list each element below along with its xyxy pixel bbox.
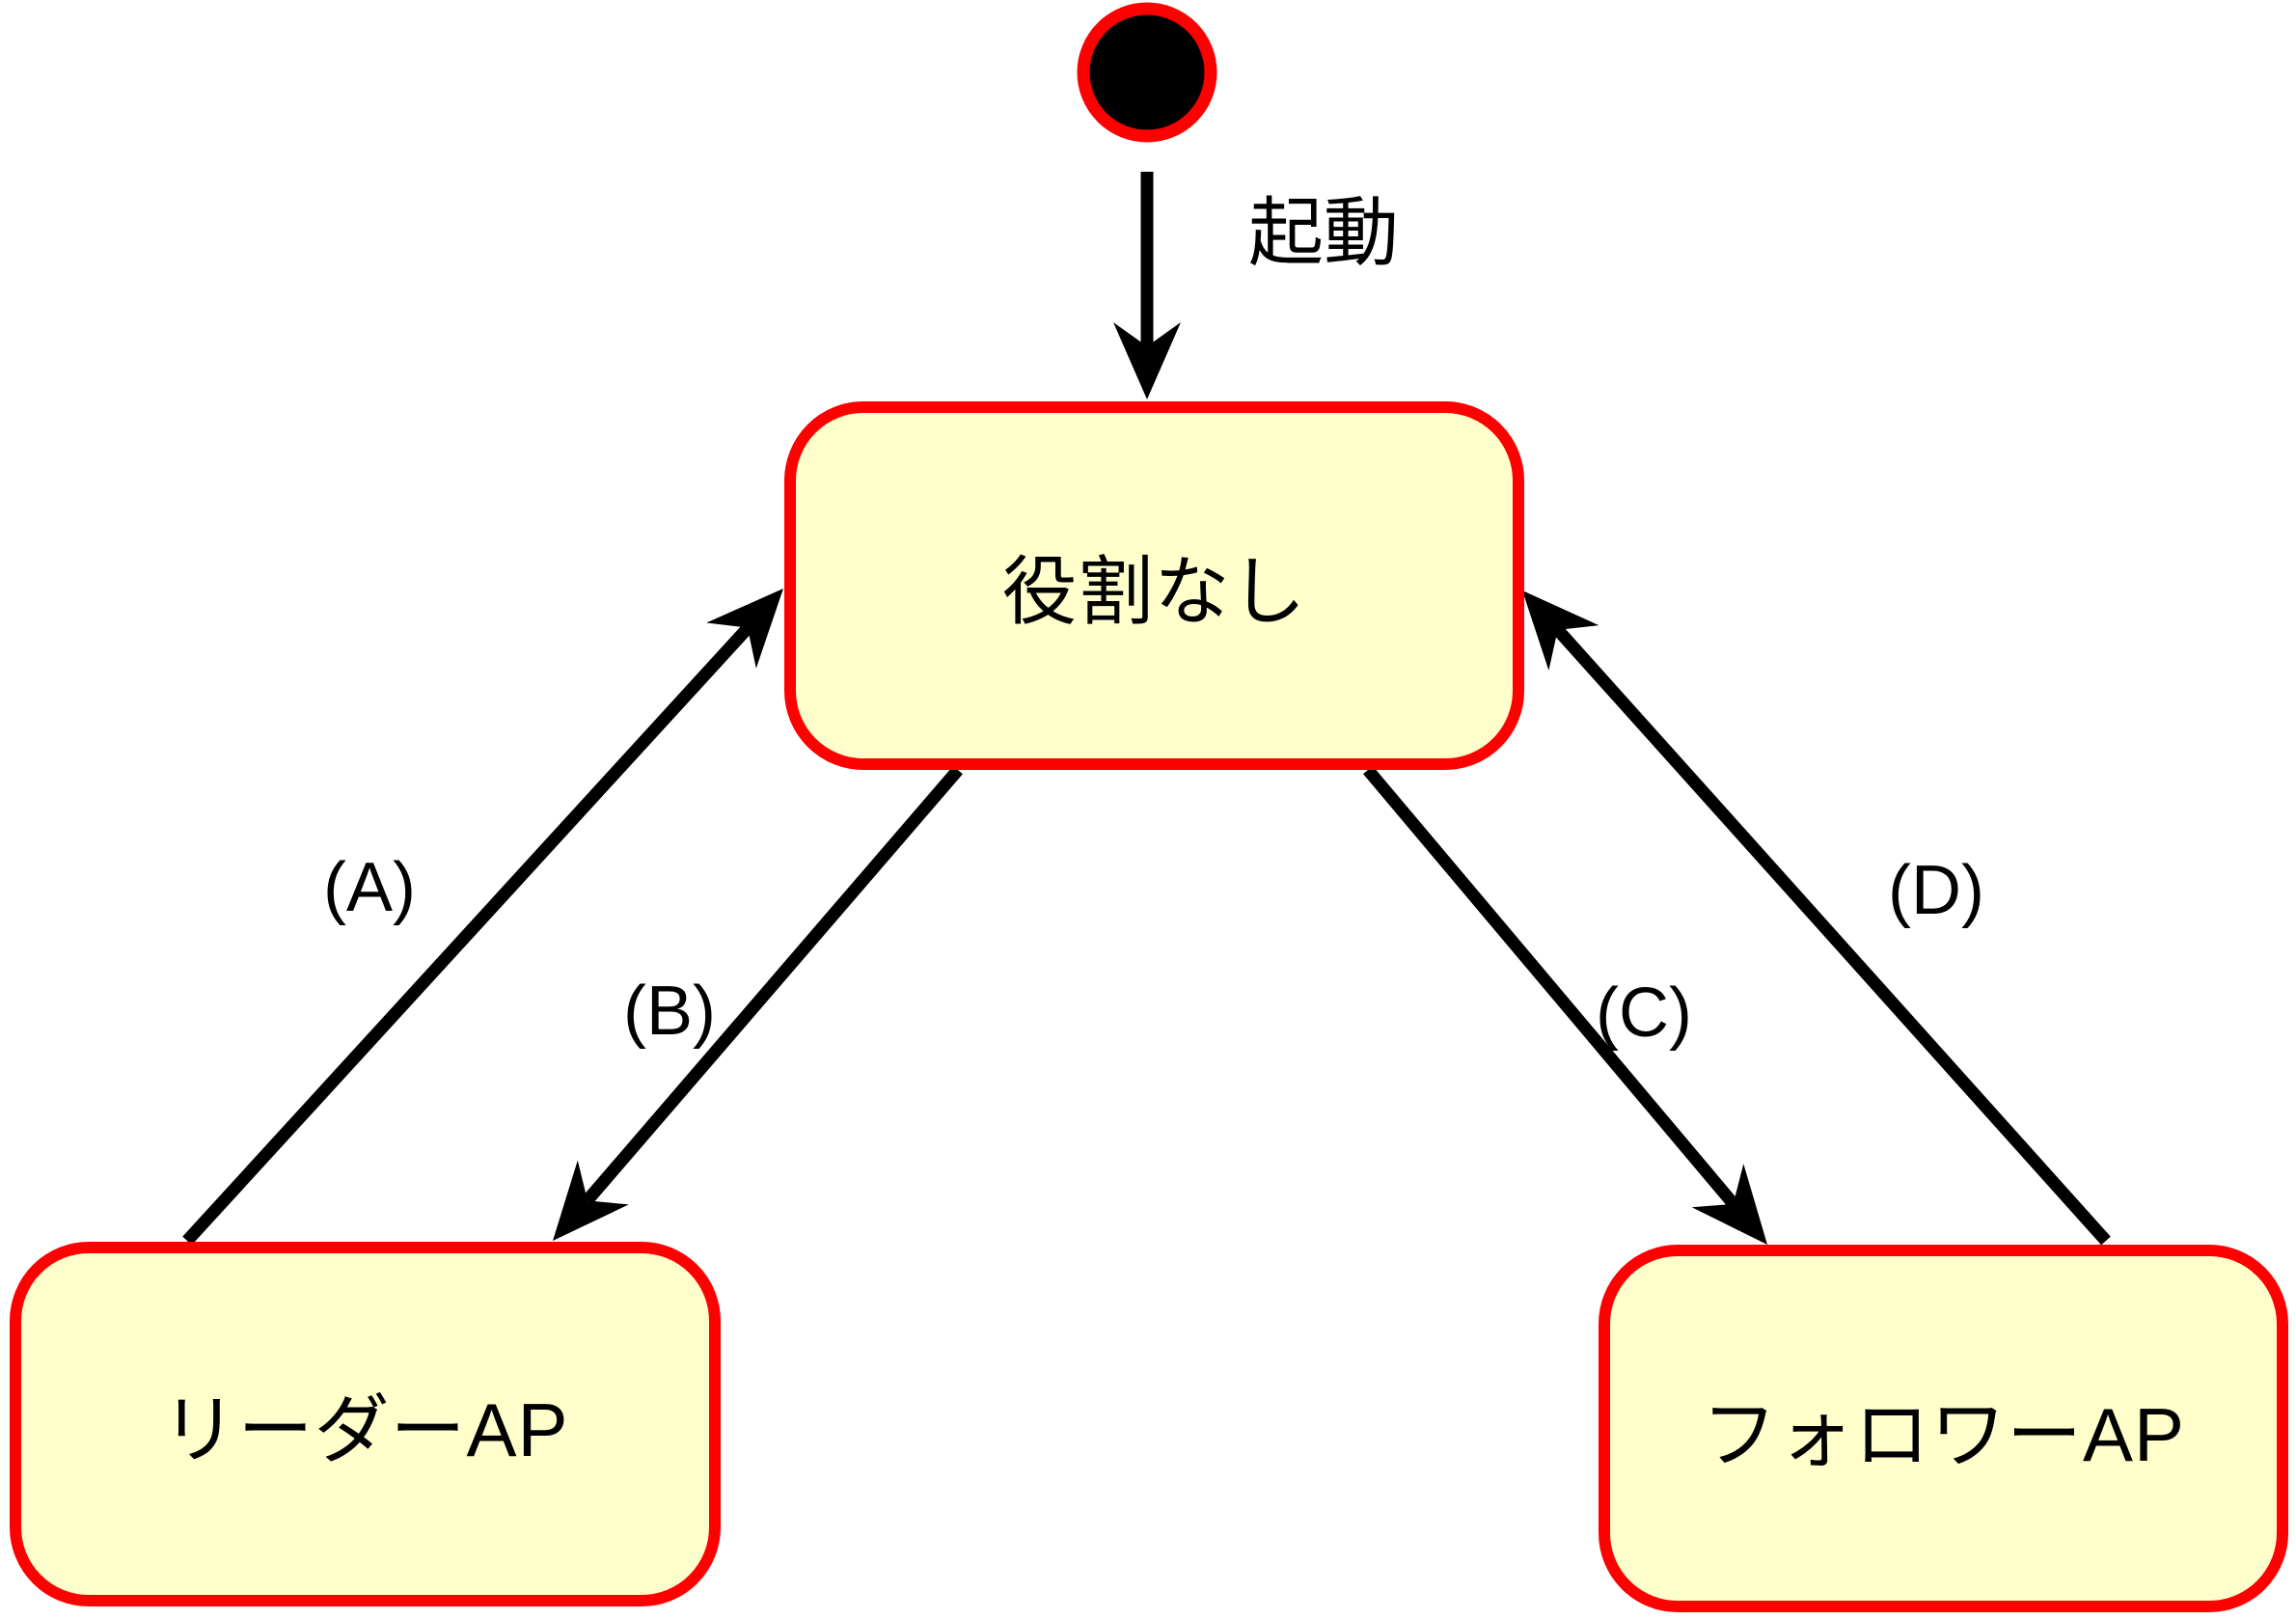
arrowhead-c — [1691, 1164, 1767, 1245]
transition-label-c: (C) — [1596, 974, 1692, 1052]
transition-line-a — [182, 623, 752, 1246]
state-follower-ap-label: フォロワーAP — [1701, 1391, 2186, 1477]
arrowhead-d — [1522, 590, 1599, 671]
state-no-role: 役割なし — [784, 401, 1524, 770]
transition-line-d — [1553, 625, 2111, 1246]
arrowhead-b — [553, 1160, 629, 1241]
state-leader-ap-label: リーダーAP — [161, 1387, 569, 1472]
transition-label-d: (D) — [1888, 852, 1984, 929]
state-follower-ap: フォロワーAP — [1599, 1245, 2288, 1612]
transition-label-a: (A) — [323, 849, 416, 926]
state-no-role-label: 役割なし — [1001, 549, 1307, 634]
initial-state-dot — [1077, 2, 1217, 143]
state-leader-ap: リーダーAP — [10, 1242, 721, 1606]
transition-label-start: 起動 — [1247, 190, 1400, 275]
transition-label-b: (B) — [623, 973, 716, 1050]
transition-line-c — [1363, 765, 1738, 1209]
transition-line-b — [583, 765, 963, 1205]
arrowhead-a — [706, 589, 783, 669]
arrowhead-start — [1113, 322, 1181, 399]
